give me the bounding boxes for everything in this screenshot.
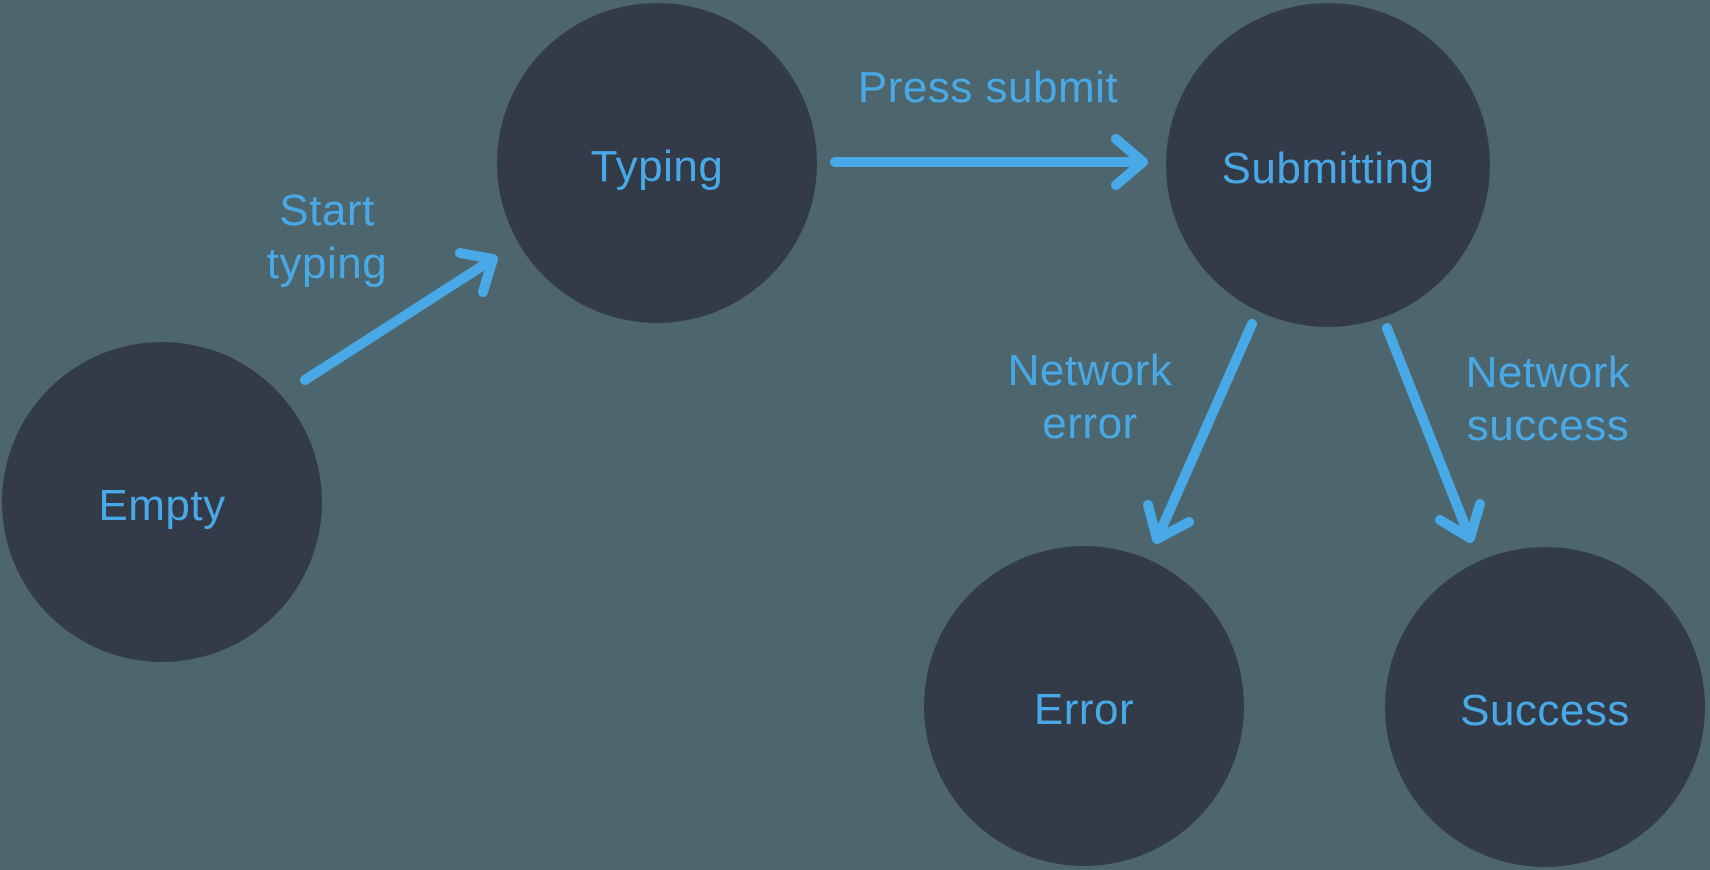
node-label-submitting: Submitting <box>1221 144 1435 193</box>
edge-label-network-success: Network success <box>1465 348 1631 450</box>
arrow-press-submit <box>830 134 1148 190</box>
node-label-success: Success <box>1460 686 1630 735</box>
state-node-typing: Typing <box>497 3 817 323</box>
state-node-error: Error <box>924 546 1244 866</box>
edge-label-press-submit: Press submit <box>857 63 1119 112</box>
state-node-submitting: Submitting <box>1166 3 1490 327</box>
edge-label-network-error: Network error <box>1007 346 1173 448</box>
state-node-success: Success <box>1385 547 1705 867</box>
state-node-empty: Empty <box>2 342 322 662</box>
node-label-empty: Empty <box>98 481 226 530</box>
node-label-typing: Typing <box>590 142 724 191</box>
node-label-error: Error <box>1033 685 1135 734</box>
edge-label-start-typing: Start typing <box>266 186 388 288</box>
